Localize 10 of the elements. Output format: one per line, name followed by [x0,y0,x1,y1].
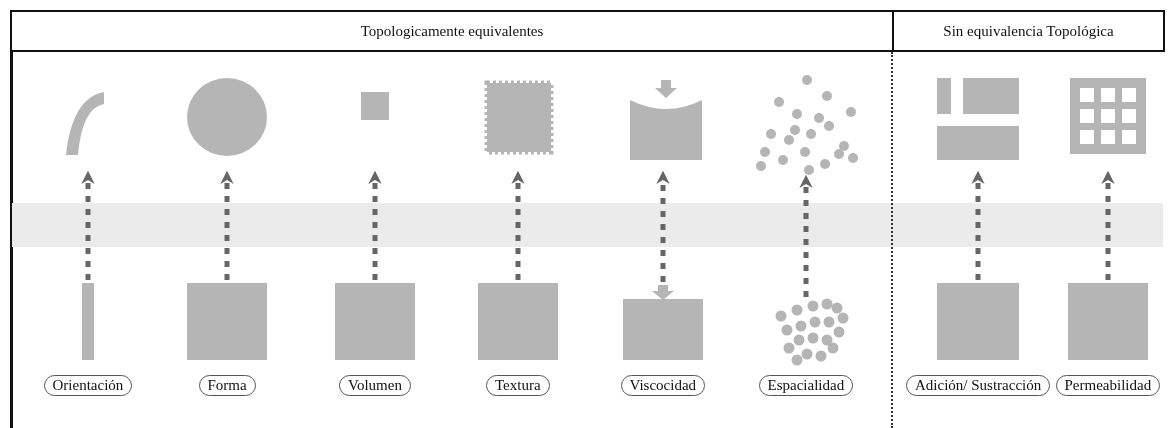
dashed-arrow [656,170,670,282]
dashed-arrow [799,174,813,297]
column-header: Sin equivalencia Topológica [892,10,1165,52]
dashed-arrow [81,170,95,280]
dashed-arrow [971,170,985,280]
dashed-arrow [511,170,525,280]
column-header: Topologicamente equivalentes [10,10,894,52]
dashed-arrow [220,170,234,280]
dashed-arrow [368,170,382,280]
dashed-arrow [1101,170,1115,280]
